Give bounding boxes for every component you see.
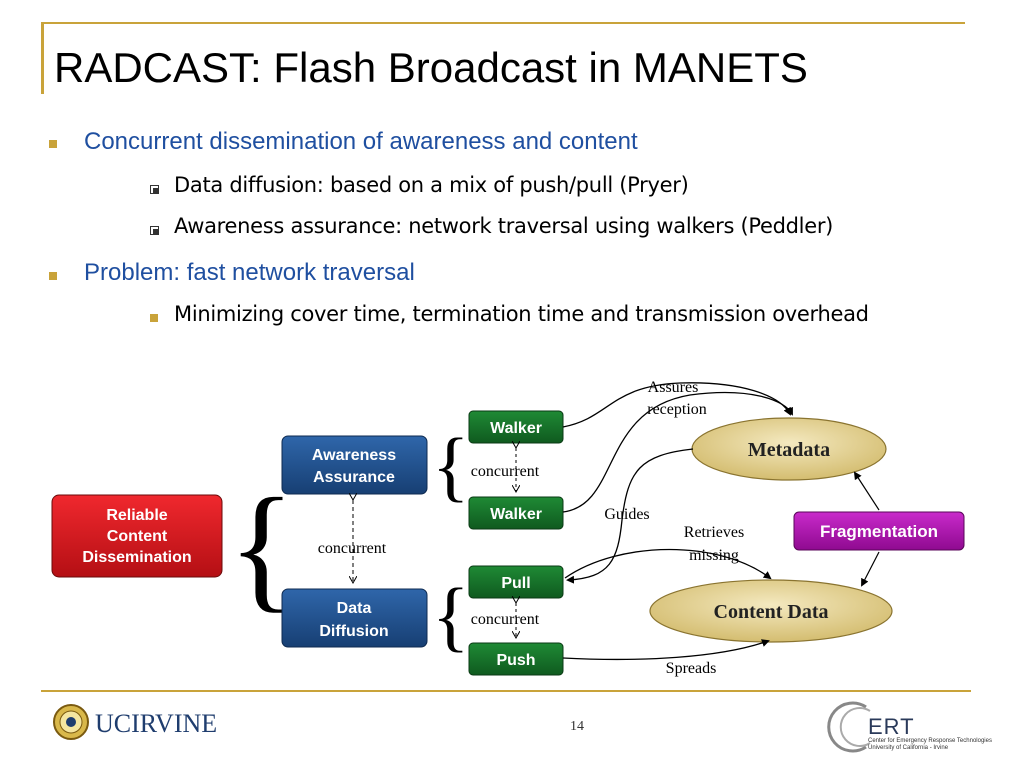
push-label: Push [496, 652, 535, 669]
bullet-2-1: Minimizing cover time, termination time … [174, 302, 869, 326]
fragmentation-box [793, 511, 965, 551]
assures-label-2: reception [647, 401, 707, 418]
retrieves-label-2: missing [689, 547, 739, 564]
guides-label: Guides [604, 506, 649, 523]
content-data-ellipse [649, 579, 893, 643]
spreads-arrow [562, 639, 770, 661]
bullet-1: Concurrent dissemination of awareness an… [84, 128, 638, 155]
slide-title: RADCAST: Flash Broadcast in MANETS [54, 44, 808, 91]
data-diffusion-box [281, 588, 428, 648]
ert-logo: ERT Center for Emergency Response Techno… [827, 701, 992, 753]
reliable-label-3: Dissemination [82, 549, 191, 566]
retrieves-label-1: Retrieves [684, 524, 744, 541]
bullet-2: Problem: fast network traversal [84, 259, 415, 286]
bullet-1-2: Awareness assurance: network traversal u… [174, 214, 834, 238]
bullet-marker [150, 226, 159, 235]
page-number: 14 [570, 719, 584, 734]
uci-logo-text: UCIRVINE [95, 709, 217, 738]
bullet-marker [49, 140, 57, 148]
fragmentation-to-metadata-arrow [853, 471, 880, 511]
spreads-label: Spreads [666, 660, 717, 677]
concurrent-pushpull-label: concurrent [471, 611, 540, 628]
ert-subtitle-2: University of California - Irvine [868, 745, 949, 751]
metadata-label: Metadata [748, 439, 830, 461]
bullet-marker [49, 272, 57, 280]
ert-logo-text-main: ERT [868, 714, 915, 739]
walker-label-2: Walker [490, 506, 542, 523]
pull-label: Pull [501, 575, 530, 592]
guides-arrow [566, 448, 694, 584]
reliable-content-dissemination-box [51, 494, 223, 578]
fragmentation-to-content-arrow [861, 551, 880, 587]
ert-subtitle-1: Center for Emergency Response Technologi… [868, 738, 992, 744]
reliable-label-2: Content [107, 528, 168, 545]
walker-label-1: Walker [490, 420, 542, 437]
assures-arrow-1 [562, 382, 791, 428]
fragmentation-label: Fragmentation [820, 522, 938, 541]
assures-label-1: Assures [648, 379, 699, 396]
footer-rule [41, 690, 971, 692]
awareness-label-2: Assurance [313, 469, 395, 486]
top-rule [41, 22, 965, 24]
bullet-marker [150, 185, 159, 194]
push-box [468, 642, 564, 676]
content-data-label: Content Data [714, 601, 829, 623]
diffusion-label-1: Data [337, 600, 372, 617]
reliable-label-1: Reliable [106, 507, 167, 524]
walker-brace: { [432, 422, 469, 509]
diffusion-label-2: Diffusion [319, 623, 388, 640]
pushpull-brace: { [432, 572, 469, 659]
retrieves-arrow [564, 548, 772, 580]
title-accent-bar [41, 22, 44, 94]
assures-arrow-2 [562, 391, 793, 513]
concurrent-walkers-label: concurrent [471, 463, 540, 480]
concurrent-main-label: concurrent [318, 540, 387, 557]
walker-box-2 [468, 496, 564, 530]
bullet-1-1: Data diffusion: based on a mix of push/p… [174, 173, 689, 197]
bullet-marker [150, 314, 158, 322]
awareness-label-1: Awareness [312, 447, 396, 464]
uci-logo: UCIRVINE [53, 704, 217, 740]
